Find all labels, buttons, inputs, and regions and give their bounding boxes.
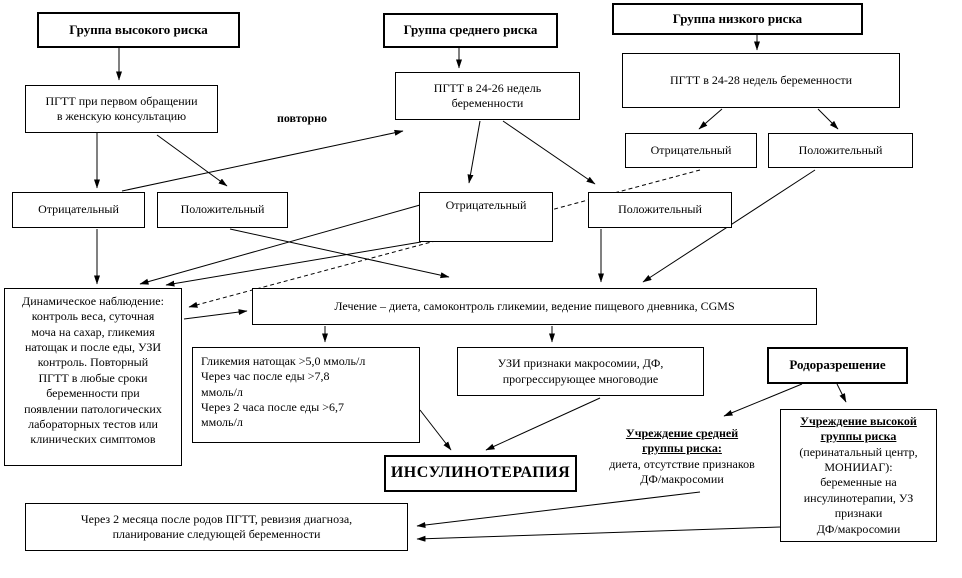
node-treatment-diet: Лечение – диета, самоконтроль гликемии, …: [252, 288, 817, 325]
arrow-facilitymid-postpartum: [416, 491, 701, 528]
node-postpartum-pgtt: Через 2 месяца после родов ПГТТ, ревизия…: [25, 503, 408, 551]
node-group-low-risk: Группа низкого риска: [612, 3, 863, 35]
node-group-high-risk: Группа высокого риска: [37, 12, 240, 48]
node-negative-right: Отрицательный: [625, 133, 757, 168]
label-repeat: повторно: [276, 111, 328, 126]
node-negative-mid: Отрицательный: [419, 192, 553, 242]
arrow-pgttfirst-posleft: [156, 134, 228, 187]
arrow-facilityhigh-postpartum: [416, 526, 781, 542]
node-ultrasound-macrosomia: УЗИ признаки макросомии, ДФ, прогрессиру…: [457, 347, 704, 396]
arrow-negleft-pgtt2426-repeat: [121, 129, 404, 192]
arrow-delivery-facilityhigh: [836, 383, 847, 403]
facility-high-body: (перинатальный центр, МОНИИАГ): беременн…: [799, 444, 918, 536]
arrow-pgtt2426-posmid: [502, 120, 596, 185]
node-delivery: Родоразрешение: [767, 347, 908, 384]
arrow-glycemia-insulin: [419, 409, 452, 451]
arrow-ultrasound-insulin: [485, 397, 601, 451]
node-positive-left: Положительный: [157, 192, 288, 228]
facility-mid-title: Учреждение средней группы риска:: [625, 426, 739, 456]
arrow-posleft-treatment: [229, 228, 450, 279]
arrow-observation-treatment: [183, 309, 248, 320]
node-facility-mid-risk: Учреждение средней группы риска: диета, …: [592, 424, 772, 492]
node-positive-right: Положительный: [768, 133, 913, 168]
arrow-pgtt2428-negright: [698, 108, 723, 130]
arrow-pgtt2426-negmid: [467, 120, 481, 184]
node-dynamic-observation: Динамическое наблюдение: контроль веса, …: [4, 288, 182, 466]
facility-mid-body: диета, отсутствие признаков ДФ/макросоми…: [609, 456, 755, 487]
arrow-pgtt2428-posright: [817, 108, 839, 130]
node-group-mid-risk: Группа среднего риска: [383, 13, 558, 48]
arrow-negmid-observation-2: [165, 241, 422, 287]
node-facility-high-risk: Учреждение высокой группы риска (перинат…: [780, 409, 937, 542]
node-pgtt-24-26-weeks: ПГТТ в 24-26 недель беременности: [395, 72, 580, 120]
node-insulin-therapy: ИНСУЛИНОТЕРАПИЯ: [384, 455, 577, 492]
node-positive-mid: Положительный: [588, 192, 732, 228]
node-pgtt-24-28-weeks: ПГТТ в 24-28 недель беременности: [622, 53, 900, 108]
facility-high-title: Учреждение высокой группы риска: [800, 414, 917, 444]
node-glycemia-thresholds: Гликемия натощак >5,0 ммоль/л Через час …: [192, 347, 420, 443]
node-negative-left: Отрицательный: [12, 192, 145, 228]
node-pgtt-first-visit: ПГТТ при первом обращении в женскую конс…: [25, 85, 218, 133]
